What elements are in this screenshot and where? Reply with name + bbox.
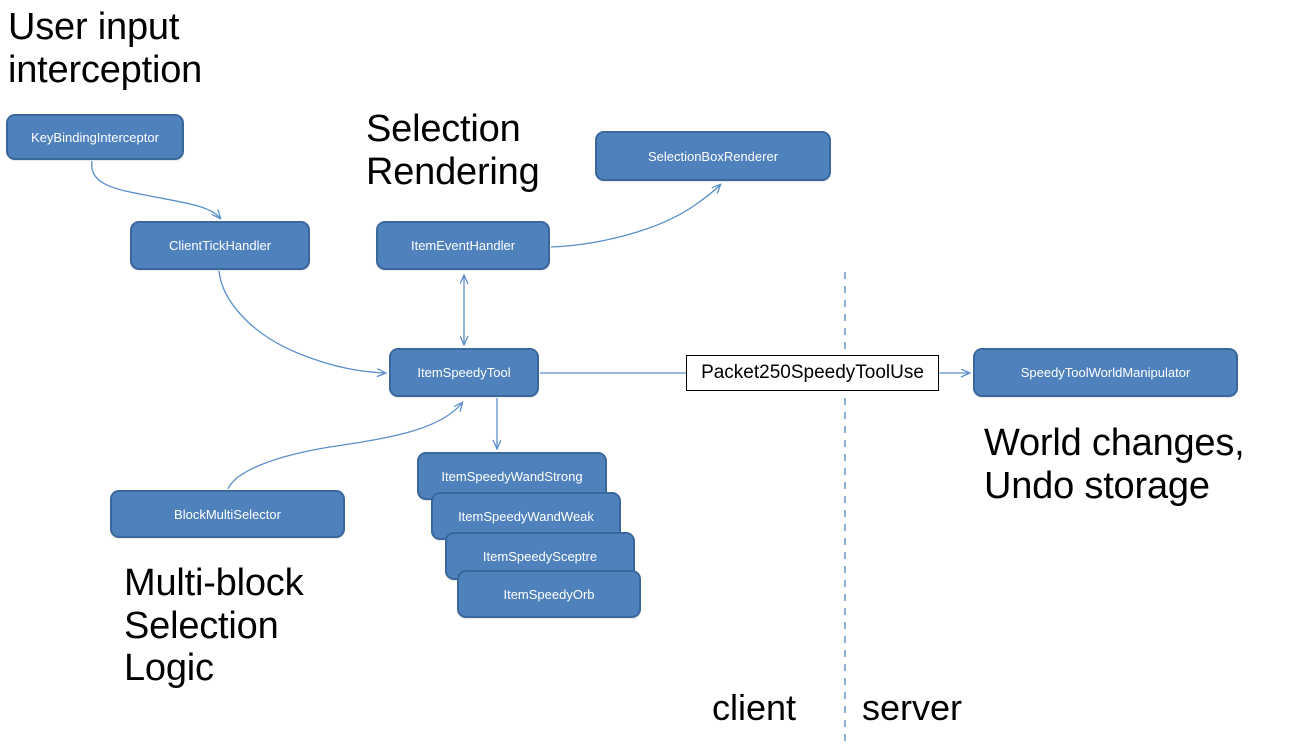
node-label: SpeedyToolWorldManipulator <box>1020 365 1191 380</box>
node-client-tick-handler[interactable]: ClientTickHandler <box>130 221 310 270</box>
node-label: ClientTickHandler <box>168 238 272 253</box>
edge-keybinding-to-clienttick <box>91 160 220 218</box>
node-selection-box-renderer[interactable]: SelectionBoxRenderer <box>595 131 831 181</box>
label-server: server <box>862 687 963 728</box>
node-label: ItemSpeedySceptre <box>482 548 598 564</box>
node-label: ItemSpeedyTool <box>417 365 511 380</box>
node-label: ItemSpeedyOrb <box>503 586 595 602</box>
caption-world-changes-undo-storage: World changes, Undo storage <box>984 422 1245 507</box>
caption-selection-rendering: Selection Rendering <box>366 108 540 193</box>
node-label: KeyBindingInterceptor <box>31 129 159 145</box>
packet-label: Packet250SpeedyToolUse <box>701 362 924 383</box>
node-label: ItemSpeedyWandStrong <box>441 468 583 484</box>
node-item-speedy-tool[interactable]: ItemSpeedyTool <box>389 348 539 397</box>
node-label: ItemEventHandler <box>410 238 516 253</box>
node-label: ItemSpeedyWandWeak <box>458 508 594 524</box>
node-item-speedy-orb[interactable]: ItemSpeedyOrb <box>457 570 641 618</box>
node-label: SelectionBoxRenderer <box>647 148 779 164</box>
node-key-binding-interceptor[interactable]: KeyBindingInterceptor <box>6 114 184 160</box>
node-label: BlockMultiSelector <box>174 506 281 522</box>
node-speedy-tool-world-manipulator[interactable]: SpeedyToolWorldManipulator <box>973 348 1238 397</box>
label-client: client <box>712 687 797 728</box>
edge-clienttick-to-itemspeedytool <box>218 270 385 373</box>
caption-multi-block-selection-logic: Multi-block Selection Logic <box>124 562 304 690</box>
node-block-multi-selector[interactable]: BlockMultiSelector <box>110 490 345 538</box>
caption-user-input-interception: User input interception <box>8 6 203 91</box>
node-item-event-handler[interactable]: ItemEventHandler <box>376 221 550 270</box>
edge-itemeventhandler-to-renderer <box>550 185 720 248</box>
node-packet250-speedy-tool-use[interactable]: Packet250SpeedyToolUse <box>686 355 939 391</box>
